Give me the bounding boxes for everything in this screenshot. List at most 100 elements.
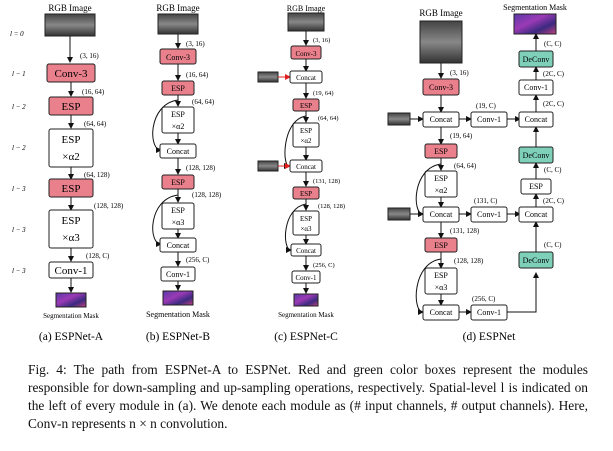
module-label: ESP — [300, 127, 312, 135]
skip-connection — [285, 203, 307, 253]
level-label: l − 2 — [12, 144, 26, 152]
skip-connection — [415, 258, 442, 315]
input-image-thumbnail — [257, 71, 279, 83]
module-label: Conv-1 — [477, 210, 501, 219]
segmentation-mask-thumbnail — [293, 293, 319, 307]
level-label: l = 0 — [10, 30, 24, 38]
dim-label: (256, C) — [186, 256, 210, 264]
repeat-label: ×α2 — [300, 137, 312, 145]
segmentation-mask-thumbnail — [55, 292, 87, 308]
rgb-image-thumbnail — [44, 13, 96, 37]
panel-c-bottom-label: Segmentation Mask — [278, 311, 334, 319]
repeat-label: ×α2 — [62, 151, 79, 163]
up-path-connector — [507, 272, 539, 313]
module-label: Concat — [430, 115, 453, 124]
module-label: DeConv — [523, 55, 550, 64]
panel-d: RGB Image Segmentation Mask (3, 16) Conv… — [387, 3, 567, 343]
dim-label: (128, C) — [86, 252, 110, 260]
module-label: Concat — [167, 241, 190, 250]
panel-b-bottom-label: Segmentation Mask — [146, 310, 210, 319]
dim-label: (2C, C) — [543, 197, 565, 205]
level-label: l − 1 — [12, 70, 26, 78]
module-label: ESP — [62, 101, 81, 113]
dim-label: (3, 16) — [186, 40, 205, 48]
skip-connection — [152, 99, 179, 153]
dim-label: (64, 64) — [192, 98, 215, 106]
module-label: Conv-3 — [296, 50, 318, 58]
module-label: Concat — [167, 147, 190, 156]
caption-text: The path from ESPNet-A to ESPNet. Red an… — [28, 362, 589, 431]
dim-label: (128, 128) — [94, 202, 124, 210]
dim-label: (3, 16) — [313, 37, 330, 44]
panel-b-top-label: RGB Image — [156, 3, 199, 13]
rgb-image-thumbnail — [287, 12, 325, 32]
dim-label: (19, 64) — [313, 90, 334, 97]
dim-label: (128, 128) — [186, 164, 216, 172]
panel-a-top-label: RGB Image — [48, 3, 91, 13]
repeat-label: ×α3 — [62, 232, 80, 244]
module-label: ESP — [171, 110, 185, 119]
module-label: DeConv — [523, 256, 550, 265]
module-label: ESP — [62, 183, 81, 195]
module-label: Concat — [296, 163, 316, 171]
panel-a: RGB Image l = 0 (3, 16) Conv-3 l − 1 (16… — [10, 3, 124, 343]
dim-label: (19, 64) — [450, 132, 473, 140]
dim-label: (64, 64) — [84, 120, 107, 128]
module-label: ESP — [62, 134, 81, 146]
module-label: Concat — [296, 247, 316, 255]
dim-label: (128, 128) — [192, 191, 222, 199]
dim-label: (256, C) — [313, 262, 335, 269]
module-label: ESP — [171, 178, 185, 187]
module-label: Concat — [296, 74, 316, 82]
dim-label: (C, C) — [544, 241, 562, 249]
level-label: l − 3 — [12, 185, 26, 193]
dim-label: (2C, C) — [543, 70, 565, 78]
module-label: ESP — [434, 174, 448, 183]
module-label: ESP — [300, 102, 312, 110]
input-image-thumbnail — [387, 112, 411, 126]
dim-label: (131, 128) — [450, 227, 480, 235]
dim-label: (C, C) — [544, 166, 562, 174]
module-label: Conv-1 — [477, 308, 501, 317]
dim-label: (131, 128) — [313, 178, 340, 185]
module-label: ESP — [434, 271, 448, 280]
dim-label: (128, 128) — [454, 257, 484, 265]
dim-label: (C, C) — [544, 40, 562, 48]
module-label: Conv-3 — [166, 53, 190, 62]
panel-d-top-right-label: Segmentation Mask — [503, 3, 567, 12]
dim-label: (131, C) — [474, 197, 498, 205]
rgb-image-thumbnail — [157, 13, 199, 35]
module-label: ESP — [300, 215, 312, 223]
repeat-label: ×α2 — [172, 122, 185, 131]
module-label: ESP — [434, 241, 448, 250]
dim-label: (2C, C) — [543, 100, 565, 108]
level-label: l − 3 — [12, 267, 26, 275]
input-image-thumbnail — [387, 207, 411, 221]
module-label: Concat — [430, 308, 453, 317]
module-label: ESP — [529, 182, 543, 191]
module-label: Concat — [525, 115, 548, 124]
dim-label: (64, 64) — [318, 115, 339, 122]
caption-lead: Fig. 4: — [28, 362, 67, 377]
panel-d-caption: (d) ESPNet — [463, 331, 517, 343]
module-label: Conv-1 — [166, 270, 190, 279]
segmentation-mask-thumbnail — [162, 290, 194, 306]
module-label: Conv-1 — [55, 265, 88, 277]
module-label: Conv-3 — [429, 83, 453, 92]
module-label: ESP — [171, 206, 185, 215]
module-label: Concat — [430, 210, 453, 219]
panel-a-bottom-label: Segmentation Mask — [43, 312, 99, 320]
dim-label: (3, 16) — [80, 52, 99, 60]
panel-b: RGB Image (3, 16) Conv-3 (16, 64) ESP (6… — [146, 3, 222, 343]
panel-c-top-label: RGB Image — [287, 4, 326, 13]
repeat-label: ×α2 — [435, 186, 448, 195]
dim-label: (3, 16) — [450, 69, 469, 77]
segmentation-mask-thumbnail — [513, 13, 557, 35]
repeat-label: ×α3 — [435, 283, 448, 292]
module-label: Conv-3 — [55, 68, 89, 80]
panel-c: RGB Image (3, 16) Conv-3 Concat (19, 64)… — [257, 4, 345, 343]
panel-b-caption: (b) ESPNet-B — [146, 331, 211, 343]
dim-label: (16, 64) — [186, 71, 209, 79]
level-label: l − 3 — [12, 226, 26, 234]
